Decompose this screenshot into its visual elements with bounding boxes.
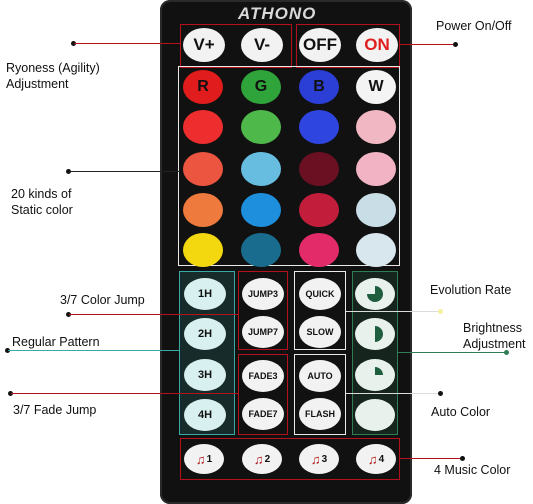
music-note-icon: ♫ <box>253 451 264 467</box>
brightness-25-button[interactable] <box>355 399 395 431</box>
connector-dot <box>438 391 443 396</box>
1h-button[interactable]: 1H <box>184 278 226 310</box>
static-color-button[interactable] <box>356 152 396 186</box>
static-color-button[interactable] <box>356 110 396 144</box>
fade-jump-box <box>238 354 288 435</box>
color-letter-label: R <box>197 78 209 95</box>
color-letter-label: B <box>313 78 325 95</box>
brightness-75-button[interactable] <box>355 318 395 350</box>
static-color-button[interactable] <box>299 233 339 267</box>
brightness-quarter-icon <box>367 286 383 302</box>
connector-auto-color <box>346 393 440 394</box>
label-ryoness: Ryoness (Agility) Adjustment <box>6 61 100 91</box>
static-color-button[interactable] <box>241 110 281 144</box>
music-note-icon: ♫ <box>367 451 378 467</box>
connector-power <box>400 44 455 45</box>
label-brightness: Brightness Adjustment <box>463 321 526 351</box>
connector-static <box>69 171 180 172</box>
static-color-button[interactable] <box>183 152 223 186</box>
connector-ryoness <box>74 43 180 44</box>
color-w-button[interactable]: W <box>356 70 396 104</box>
static-color-button[interactable] <box>356 193 396 227</box>
music-1-button[interactable]: ♫1 <box>184 444 224 474</box>
color-jump-box <box>238 271 288 350</box>
connector-evolution <box>346 311 440 312</box>
static-color-button[interactable] <box>299 193 339 227</box>
static-color-button[interactable] <box>299 152 339 186</box>
jump7-button[interactable]: JUMP7 <box>242 316 284 348</box>
jump3-button[interactable]: JUMP3 <box>242 278 284 310</box>
connector-dot <box>438 309 443 314</box>
color-g-button[interactable]: G <box>241 70 281 104</box>
power-box <box>296 24 400 68</box>
connector-dot <box>460 456 465 461</box>
music-note-icon: ♫ <box>195 451 206 467</box>
slow-button[interactable]: SLOW <box>299 316 341 348</box>
fade7-button[interactable]: FADE7 <box>242 398 284 430</box>
music-2-button[interactable]: ♫2 <box>242 444 282 474</box>
static-color-button[interactable] <box>241 193 281 227</box>
static-color-button[interactable] <box>241 152 281 186</box>
music-note-icon: ♫ <box>310 451 321 467</box>
connector-dot <box>71 41 76 46</box>
music-3-button[interactable]: ♫3 <box>299 444 339 474</box>
label-evolution: Evolution Rate <box>430 283 512 297</box>
4h-button[interactable]: 4H <box>184 399 226 431</box>
connector-dot <box>66 169 71 174</box>
label-color-jump: 3/7 Color Jump <box>60 293 145 307</box>
fade3-button[interactable]: FADE3 <box>242 360 284 392</box>
color-b-button[interactable]: B <box>299 70 339 104</box>
connector-dot <box>8 391 13 396</box>
static-color-button[interactable] <box>183 193 223 227</box>
connector-dot <box>504 350 509 355</box>
music-4-button[interactable]: ♫4 <box>356 444 396 474</box>
connector-color-jump <box>69 314 239 315</box>
volume-down-button[interactable]: V- <box>241 28 283 62</box>
brightness-threequarter-icon <box>375 367 383 375</box>
connector-dot <box>5 348 10 353</box>
auto-button[interactable]: AUTO <box>299 360 341 392</box>
on-button[interactable]: ON <box>356 28 398 62</box>
flash-button[interactable]: FLASH <box>299 398 341 430</box>
static-color-box <box>178 66 400 266</box>
label-fade-jump: 3/7 Fade Jump <box>13 403 97 417</box>
quick-button[interactable]: QUICK <box>299 278 341 310</box>
brightness-50-button[interactable] <box>355 359 395 391</box>
brightness-half-icon <box>375 326 383 342</box>
color-letter-label: G <box>254 78 268 95</box>
connector-music <box>400 458 462 459</box>
2h-button[interactable]: 2H <box>184 318 226 350</box>
3h-button[interactable]: 3H <box>184 359 226 391</box>
volume-box <box>180 24 292 68</box>
connector-regular <box>8 350 180 351</box>
static-color-button[interactable] <box>183 110 223 144</box>
color-letter-label: W <box>368 78 384 95</box>
static-color-button[interactable] <box>356 233 396 267</box>
music-box <box>180 438 400 480</box>
connector-fade-jump <box>11 393 239 394</box>
label-regular: Regular Pattern <box>12 335 100 349</box>
color-r-button[interactable]: R <box>183 70 223 104</box>
static-color-button[interactable] <box>241 233 281 267</box>
off-button[interactable]: OFF <box>299 28 341 62</box>
brand-logo: ATHONO <box>238 4 317 23</box>
label-static: 20 kinds of Static color <box>11 187 73 217</box>
label-power: Power On/Off <box>436 19 512 33</box>
static-color-button[interactable] <box>299 110 339 144</box>
label-music: 4 Music Color <box>434 463 511 477</box>
label-auto-color: Auto Color <box>431 405 491 419</box>
connector-dot <box>66 312 71 317</box>
connector-brightness <box>398 352 506 353</box>
volume-up-button[interactable]: V+ <box>183 28 225 62</box>
brightness-100-button[interactable] <box>355 278 395 310</box>
static-color-button[interactable] <box>183 233 223 267</box>
auto-color-box <box>294 354 346 435</box>
evolution-rate-box <box>294 271 346 350</box>
connector-dot <box>453 42 458 47</box>
